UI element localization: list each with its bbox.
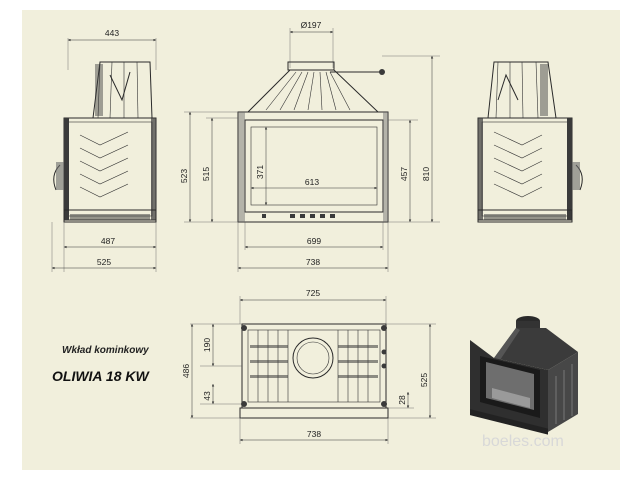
side-view-left: 443 487 525	[51, 28, 157, 272]
dim-front-height-outer: 523	[179, 169, 189, 183]
dim-top-bottom-width: 738	[307, 429, 321, 439]
watermark-text: boeles.com	[482, 433, 564, 450]
dim-top-left-486: 486	[181, 364, 191, 378]
dim-top-width: 725	[306, 288, 320, 298]
dim-left-bottom-width: 525	[97, 257, 111, 267]
dim-flue-diameter: Ø197	[301, 20, 322, 30]
dim-top-right-525: 525	[419, 373, 429, 387]
product-3d-render	[470, 316, 578, 435]
dim-front-right-height-inner: 457	[399, 167, 409, 181]
side-view-right	[477, 61, 583, 223]
front-view: Ø197	[179, 20, 440, 272]
dim-front-right-height-outer: 810	[421, 167, 431, 181]
dim-top-left-43: 43	[202, 391, 212, 401]
dim-front-door-width: 699	[307, 236, 321, 246]
product-model: OLIWIA 18 KW	[52, 368, 150, 384]
dim-top-left-190: 190	[202, 338, 212, 352]
dim-front-glass-width: 613	[305, 177, 319, 187]
top-view: 725	[181, 288, 436, 444]
dim-front-height-inner: 515	[201, 167, 211, 181]
dim-front-glass-height: 371	[255, 165, 265, 179]
dim-left-top-width: 443	[105, 28, 119, 38]
product-subtitle: Wkład kominkowy	[62, 345, 149, 356]
dim-left-mid-width: 487	[101, 236, 115, 246]
dim-front-total-width: 738	[306, 257, 320, 267]
dim-top-right-28: 28	[397, 395, 407, 405]
